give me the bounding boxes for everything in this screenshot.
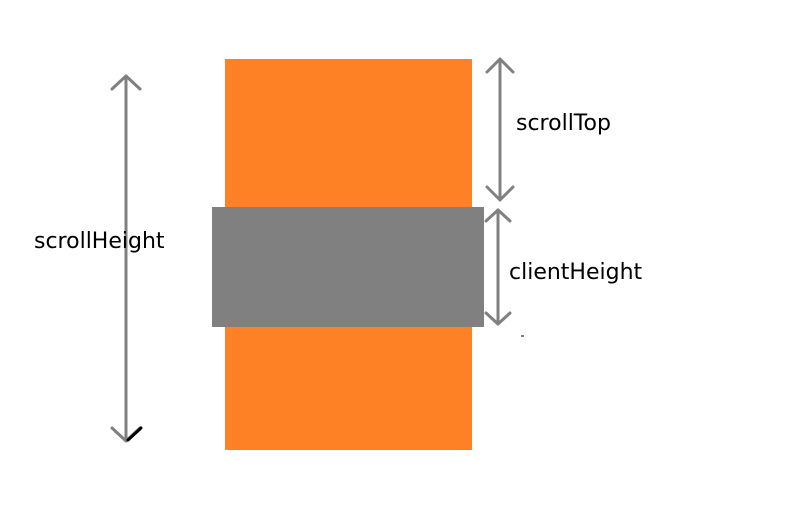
scroll-top-arrow bbox=[485, 57, 515, 202]
client-viewport-block bbox=[212, 207, 484, 327]
scroll-height-arrow-tip-mark bbox=[126, 426, 143, 442]
scroll-top-label: scrollTop bbox=[516, 111, 611, 136]
stray-dot bbox=[521, 335, 524, 337]
client-height-arrow bbox=[484, 208, 512, 326]
scroll-height-arrow bbox=[110, 74, 142, 443]
client-height-label: clientHeight bbox=[509, 260, 643, 285]
scroll-height-label: scrollHeight bbox=[34, 229, 165, 254]
